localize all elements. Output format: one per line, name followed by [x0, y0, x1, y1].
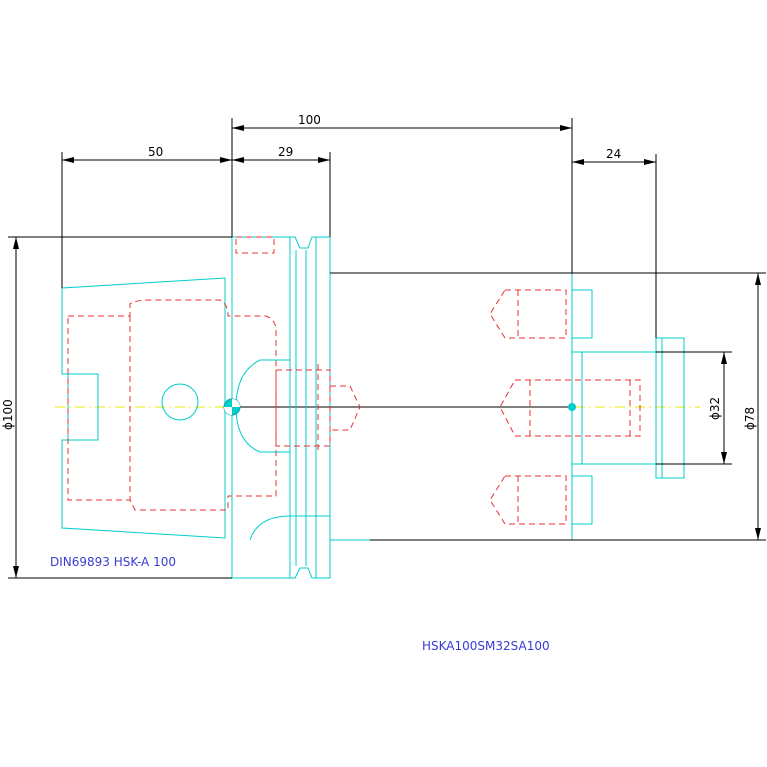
dimension-50: 50 — [61, 145, 232, 288]
clamp-nose — [571, 289, 685, 525]
dimension-phi100: ϕ100 — [1, 236, 232, 579]
reference-marker-right — [568, 403, 576, 411]
dim-phi32-label: ϕ32 — [708, 397, 722, 420]
dim-100-label: 100 — [298, 113, 321, 127]
dimension-24: 24 — [572, 147, 657, 338]
coolant-bore — [161, 383, 199, 421]
dimension-phi32: ϕ32 — [656, 351, 732, 465]
dim-phi100-label: ϕ100 — [1, 399, 15, 430]
dim-29-label: 29 — [278, 145, 293, 159]
dimension-100: 100 — [231, 113, 573, 273]
part-number-label: HSKA100SM32SA100 — [422, 639, 550, 653]
standard-label: DIN69893 HSK-A 100 — [50, 555, 176, 569]
dimension-29: 29 — [232, 145, 331, 237]
tool-body — [330, 272, 641, 541]
dim-50-label: 50 — [148, 145, 163, 159]
dimension-phi78: ϕ78 — [572, 272, 766, 541]
dim-24-label: 24 — [606, 147, 621, 161]
hsk-shank — [61, 277, 277, 539]
dim-phi78-label: ϕ78 — [743, 407, 757, 430]
